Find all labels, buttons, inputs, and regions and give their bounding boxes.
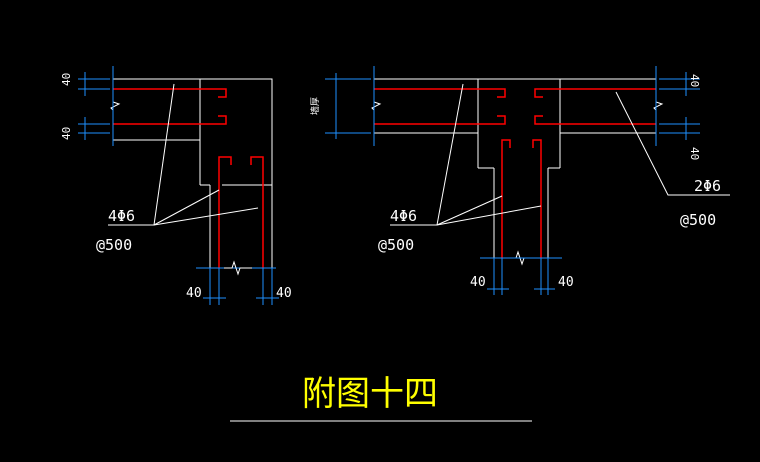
right-dim-label-bottom: 40 bbox=[688, 147, 701, 160]
left-dimensions bbox=[78, 66, 279, 305]
right-leader-2 bbox=[436, 195, 503, 226]
right-dim-label-top: 40 bbox=[688, 74, 701, 87]
right-rebar-spacing: @500 bbox=[378, 236, 414, 254]
left-wall-break-line bbox=[110, 95, 121, 118]
right-leader-3 bbox=[436, 205, 542, 226]
right-leader-2phi6 bbox=[615, 91, 730, 196]
left-rebar-stem-left bbox=[218, 156, 232, 268]
right-dim-label-bottom-left: 40 bbox=[470, 275, 486, 290]
left-dim-label-bottom-right: 40 bbox=[276, 286, 292, 301]
right-dimensions bbox=[325, 66, 700, 295]
right-rebar-top-left bbox=[374, 88, 506, 98]
left-outline bbox=[113, 78, 273, 268]
left-rebar-stem-right bbox=[250, 156, 264, 268]
right-rebar-top-right bbox=[534, 88, 656, 98]
left-top-wall-outline bbox=[113, 78, 273, 186]
right-rebar-spec-2: 2Φ6 bbox=[694, 177, 721, 195]
right-rebar-stem-left bbox=[501, 139, 511, 258]
right-rebars bbox=[374, 88, 656, 258]
left-detail: 40 40 40 40 4Φ6 @500 bbox=[60, 66, 292, 305]
left-rebar-bottom bbox=[113, 115, 227, 125]
right-wall-break-line-left bbox=[371, 95, 382, 118]
left-rebar-spacing: @500 bbox=[96, 236, 132, 254]
right-wall-break-line-right bbox=[653, 95, 664, 118]
left-leader-2 bbox=[153, 189, 220, 226]
right-rebar-bottom-left bbox=[374, 115, 506, 125]
left-leader-1 bbox=[153, 83, 175, 226]
right-dim-label-bottom-right: 40 bbox=[558, 275, 574, 290]
drawing-title-block: 附图十四 bbox=[230, 374, 532, 422]
right-wall-thickness-label: 墙厚 bbox=[309, 97, 321, 115]
left-rebars bbox=[113, 88, 264, 268]
left-dim-label-mid: 40 bbox=[60, 127, 73, 140]
left-rebar-spec: 4Φ6 bbox=[108, 207, 135, 225]
left-dim-label-bottom-left: 40 bbox=[186, 286, 202, 301]
left-leaders bbox=[108, 83, 259, 226]
right-leader-1 bbox=[436, 83, 464, 226]
left-rebar-top bbox=[113, 88, 227, 98]
right-rebar-stem-right bbox=[532, 139, 542, 258]
left-stem-break-line bbox=[224, 260, 252, 276]
right-rebar-spec: 4Φ6 bbox=[390, 207, 417, 225]
right-rebar-bottom-right bbox=[534, 115, 656, 125]
drawing-title: 附图十四 bbox=[302, 374, 438, 414]
right-leaders bbox=[390, 83, 730, 226]
left-dim-label-top: 40 bbox=[60, 73, 73, 86]
right-outline bbox=[374, 78, 656, 258]
right-detail: 墙厚 40 40 40 40 4Φ6 @500 2Φ6 @500 bbox=[309, 66, 730, 295]
right-rebar-spacing-2: @500 bbox=[680, 211, 716, 229]
left-leader-3 bbox=[153, 207, 259, 226]
